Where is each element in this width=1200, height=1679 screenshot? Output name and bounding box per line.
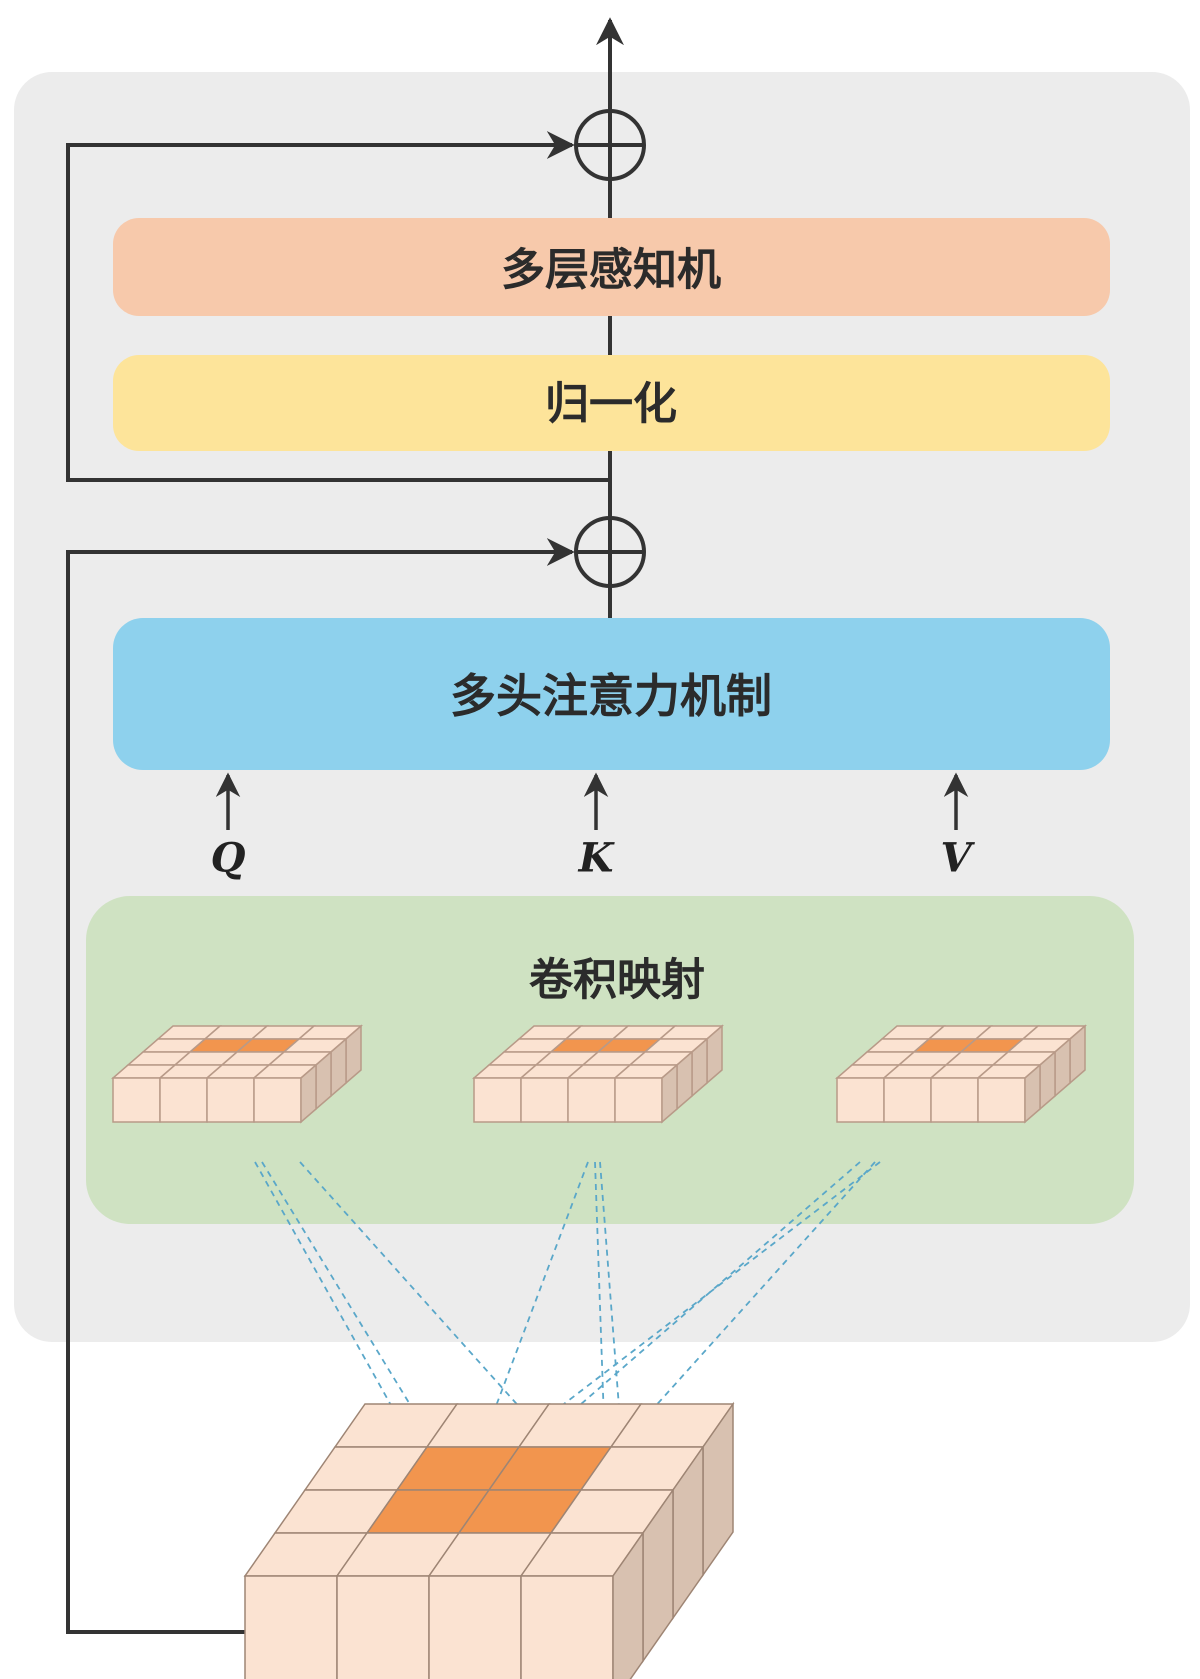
add-node-upper: [574, 109, 646, 181]
mha-label: 多头注意力机制: [450, 669, 772, 723]
front-cell: [244, 1575, 338, 1679]
mlp-block: [113, 218, 1110, 316]
front-cell: [336, 1575, 430, 1679]
projection-line: [624, 1161, 876, 1441]
front-cell: [206, 1077, 255, 1123]
side-cell: [1024, 1063, 1041, 1124]
mha-block: [113, 618, 1110, 770]
mlp-label: 多层感知机: [501, 245, 721, 296]
kernel-q: [110, 1024, 364, 1124]
front-cell: [253, 1077, 302, 1123]
front-cell: [567, 1077, 616, 1123]
projection-lines: [254, 1161, 881, 1476]
projection-line: [504, 1161, 861, 1471]
front-cell: [473, 1077, 522, 1123]
residual-loop-upper: [66, 131, 610, 482]
kernel-k: [471, 1024, 725, 1124]
add-node-lower: [574, 516, 646, 588]
side-cell: [612, 1530, 644, 1679]
front-cell: [977, 1077, 1026, 1123]
input-feature-map: [243, 1401, 735, 1679]
norm-block: [113, 355, 1110, 451]
side-cell: [661, 1063, 678, 1124]
projection-line: [299, 1161, 541, 1431]
front-cell: [930, 1077, 979, 1123]
residual-loop-lower: [66, 538, 575, 1634]
front-cell: [159, 1077, 208, 1123]
projection-line: [529, 1161, 881, 1431]
front-cell: [883, 1077, 932, 1123]
front-cell: [520, 1077, 569, 1123]
front-cell: [520, 1575, 614, 1679]
projection-line: [594, 1161, 606, 1451]
front-cell: [614, 1077, 663, 1123]
v-label: V: [940, 835, 975, 882]
front-cell: [428, 1575, 522, 1679]
norm-label: 归一化: [545, 379, 677, 430]
q-label: Q: [211, 835, 246, 882]
conv-label: 卷积映射: [529, 955, 705, 1006]
front-cell: [112, 1077, 161, 1123]
side-cell: [300, 1063, 317, 1124]
k-label: K: [578, 835, 616, 882]
front-cell: [836, 1077, 885, 1123]
kernel-v: [834, 1024, 1088, 1124]
